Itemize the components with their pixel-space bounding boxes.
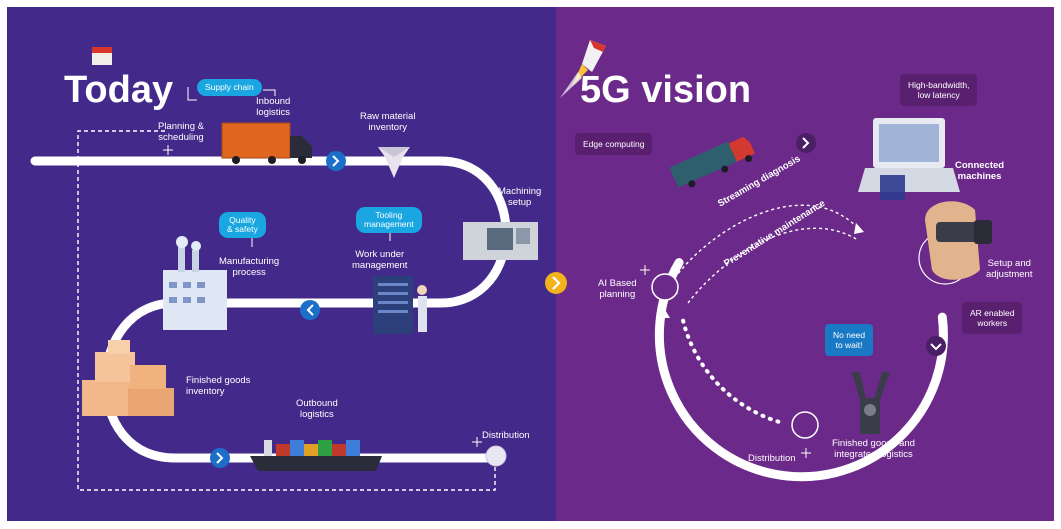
rocket-icon <box>560 40 606 98</box>
supply-chain-pill: Supply chain <box>197 79 262 96</box>
vision-ring-solid <box>654 258 948 482</box>
chevron-left-icon <box>300 300 320 320</box>
work-under-label: Work under management <box>352 249 408 271</box>
setup-label: Setup and adjustment <box>986 258 1033 280</box>
diamond-icon <box>378 147 410 178</box>
calendar-icon <box>92 47 112 65</box>
high-bandwidth-tip: High-bandwidth, low latency <box>900 74 978 106</box>
factory-icon <box>163 236 227 330</box>
cnc-machine-icon <box>463 222 538 260</box>
truck-icon <box>669 136 756 188</box>
boxes-icon <box>82 340 174 416</box>
cargo-ship-icon <box>250 440 382 471</box>
plus-icon <box>472 437 482 447</box>
vr-headset-icon <box>925 201 992 280</box>
chevron-down-icon <box>926 336 946 356</box>
vision-title: 5G vision <box>580 69 752 111</box>
ar-workers-tip: AR enabled workers <box>962 302 1023 334</box>
today-return-dashed-line <box>77 130 496 491</box>
server-rack-icon <box>373 276 427 334</box>
laptop-icon <box>858 118 960 200</box>
chevron-right-icon <box>326 151 346 171</box>
machining-label: Machining setup <box>498 186 542 208</box>
raw-material-label: Raw material inventory <box>360 111 416 133</box>
plus-icon <box>801 448 811 458</box>
today-panel <box>7 7 556 521</box>
chevron-right-icon <box>545 272 567 294</box>
finished-goods-label: Finished goods inventory <box>186 375 251 397</box>
truck-icon <box>221 122 312 164</box>
distribution-label: Distribution <box>482 430 530 441</box>
distribution-node <box>791 411 819 439</box>
connected-machines-label: Connected machines <box>955 160 1005 182</box>
plus-icon <box>640 265 650 275</box>
distribution-pin-icon <box>485 445 507 467</box>
inbound-label: Inbound logistics <box>256 96 291 118</box>
planning-label: Planning & scheduling <box>158 121 204 143</box>
plus-icon <box>163 145 173 155</box>
streaming-diagnosis-arc <box>667 204 859 289</box>
outbound-label: Outbound logistics <box>296 398 338 420</box>
vision-ring-dotted <box>681 318 787 426</box>
ai-planning-node <box>651 273 679 301</box>
no-wait-bubble: No need to wait! <box>825 324 874 356</box>
chevron-right-icon <box>796 133 816 153</box>
today-title: Today <box>64 69 174 111</box>
edge-computing-tip: Edge computing <box>575 133 653 155</box>
chevron-right-icon <box>210 448 230 468</box>
ai-planning-label: AI Based planning <box>598 278 637 300</box>
tooling-pill: Tooling management <box>356 207 422 233</box>
manufacturing-label: Manufacturing process <box>219 256 280 278</box>
robot-arm-icon <box>852 372 890 434</box>
finished-integrated-label: Finished goods and integrated logistics <box>832 438 915 460</box>
quality-pill: Quality & safety <box>219 212 266 238</box>
distribution-5g-label: Distribution <box>748 453 796 464</box>
